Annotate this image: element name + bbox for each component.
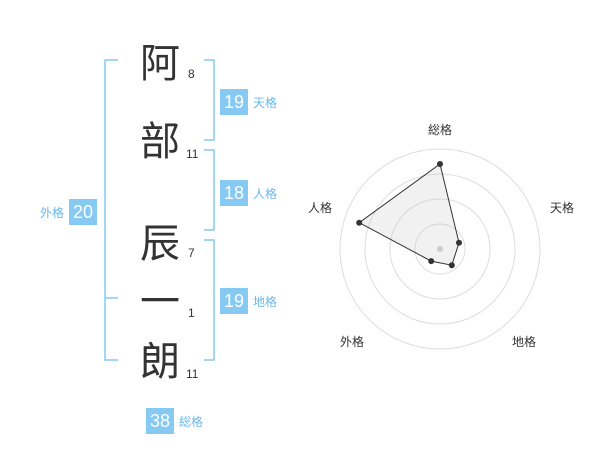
- jinkaku-value: 18: [220, 180, 248, 206]
- soukaku-badge: 38 総格: [146, 408, 203, 434]
- stroke-count-4: 1: [188, 306, 195, 320]
- name-char-1: 阿: [140, 41, 180, 87]
- gaikaku-badge: 20 外格: [40, 199, 98, 225]
- name-char-3: 辰: [140, 221, 180, 267]
- radar-point-2: [448, 262, 455, 269]
- stroke-count-2: 11: [186, 147, 199, 161]
- radar-ring-1: [414, 223, 466, 275]
- stroke-count-1: 8: [188, 67, 195, 81]
- radar-center-dot: [437, 246, 443, 252]
- radar-point-3: [428, 258, 435, 265]
- gaikaku-value: 20: [69, 199, 98, 225]
- gaikaku-label: 外格: [40, 205, 65, 220]
- radar-point-0: [437, 161, 443, 167]
- radar-ring-2: [389, 198, 491, 300]
- chikaku-badge: 19 地格: [220, 288, 277, 314]
- stroke-count-5: 11: [186, 367, 199, 381]
- tenkaku-badge: 19 天格: [220, 89, 277, 115]
- name-char-5: 朗: [140, 339, 180, 385]
- radar-axis-label-chikaku: 地格: [512, 335, 537, 349]
- radar-axis-label-tenkaku: 天格: [550, 201, 575, 215]
- soukaku-label: 総格: [179, 414, 204, 429]
- radar-series-polygon: [358, 163, 460, 266]
- jinkaku-badge: 18 人格: [220, 180, 277, 206]
- radar-axis-label-jinkaku: 人格: [308, 201, 333, 215]
- jinkaku-label: 人格: [253, 186, 278, 201]
- radar-ring-4: [339, 148, 541, 350]
- name-char-4: 一: [140, 279, 180, 325]
- radar-ring-3: [364, 173, 516, 325]
- radar-axis-label-gaikaku: 外格: [340, 335, 365, 349]
- name-char-2: 部: [140, 119, 180, 165]
- radar-axis-label-soukaku: 総格: [428, 123, 453, 137]
- soukaku-value: 38: [146, 408, 174, 434]
- chikaku-value: 19: [220, 288, 248, 314]
- chikaku-label: 地格: [253, 294, 278, 309]
- tenkaku-value: 19: [220, 89, 248, 115]
- tenkaku-label: 天格: [253, 95, 278, 110]
- stroke-count-3: 7: [188, 246, 195, 260]
- radar-point-1: [456, 239, 462, 246]
- radar-point-4: [356, 219, 363, 226]
